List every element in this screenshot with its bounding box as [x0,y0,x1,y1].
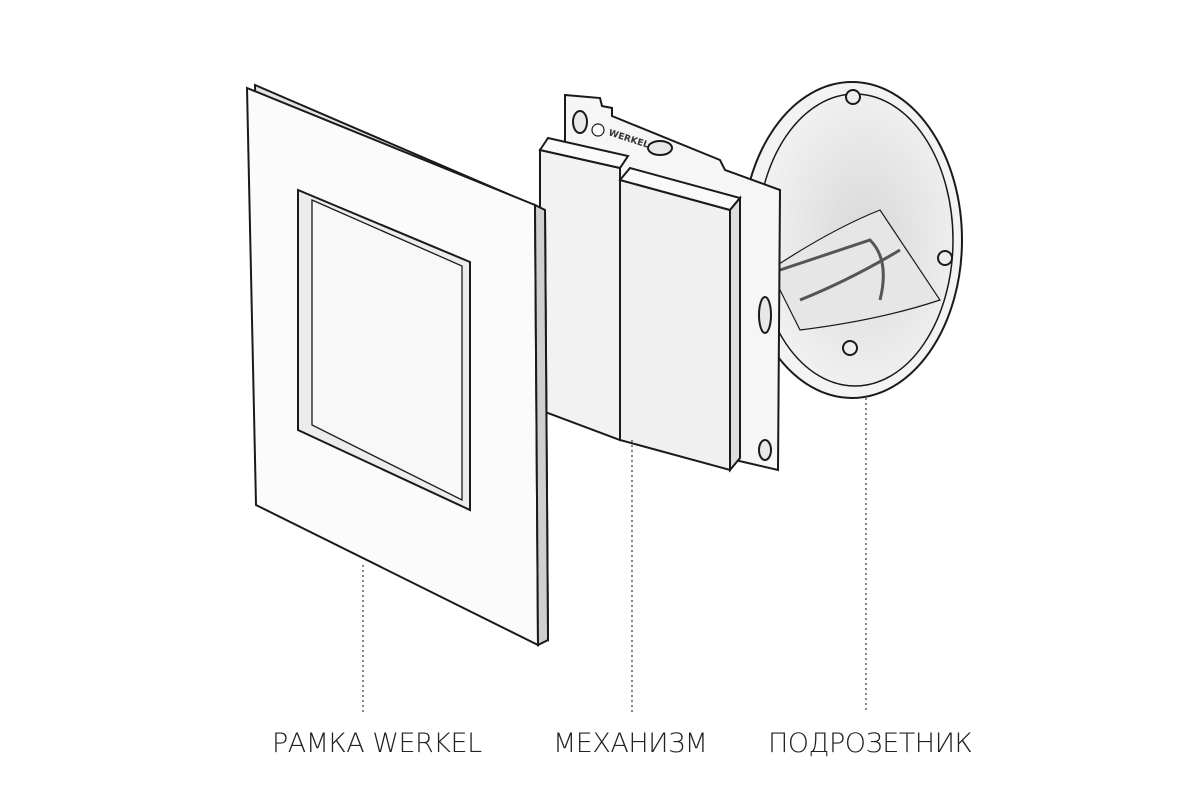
werkel-logo-icon [591,123,605,137]
mechanism-label: МЕХАНИЗМ [553,728,708,759]
frame [245,83,550,647]
mechanism: WERKEL [538,93,782,473]
frame-label: РАМКА WERKEL [272,728,482,759]
leader-lines [362,398,867,712]
mounting-box [741,81,963,399]
box-label: ПОДРОЗЕТНИК [768,728,973,759]
